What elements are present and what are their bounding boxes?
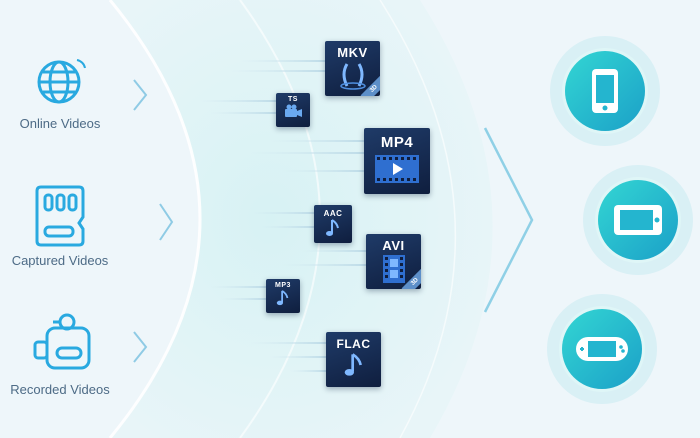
music-note-icon <box>326 219 339 236</box>
format-tile-avi: AVI 3D <box>366 234 421 289</box>
chevron-right-icon <box>133 79 148 111</box>
big-chevron-icon <box>483 127 534 313</box>
source-label: Recorded Videos <box>10 382 110 397</box>
format-label: AVI <box>382 238 405 253</box>
format-tile-aac: AAC <box>314 205 352 243</box>
format-tile-mkv: MKV 3D <box>325 41 380 96</box>
format-label: TS <box>288 96 298 103</box>
format-label: FLAC <box>336 337 371 351</box>
camera-icon <box>285 104 302 117</box>
globe-icon <box>37 59 86 104</box>
sd-card-icon <box>35 185 85 247</box>
format-label: MKV <box>337 45 368 60</box>
device-phone <box>565 51 645 131</box>
speed-streaks <box>200 60 366 372</box>
camcorder-icon <box>33 313 91 370</box>
source-label: Captured Videos <box>11 253 109 268</box>
smartphone-icon <box>592 69 618 113</box>
chevron-right-icon <box>159 203 174 241</box>
source-label: Online Videos <box>19 116 101 131</box>
music-note-icon <box>344 353 362 376</box>
film-play-icon <box>375 155 419 183</box>
format-label: AAC <box>323 209 343 218</box>
tablet-icon <box>614 205 662 235</box>
game-console-icon <box>576 337 628 361</box>
chevron-right-icon <box>133 331 148 363</box>
format-tile-flac: FLAC <box>326 332 381 387</box>
format-label: MP4 <box>380 134 414 151</box>
music-note-icon <box>276 290 289 306</box>
mkv-icon <box>339 63 366 90</box>
source-recorded-videos: Recorded Videos <box>0 312 120 397</box>
format-tile-mp3: MP3 <box>266 279 300 313</box>
format-tile-ts: TS <box>276 93 310 127</box>
source-captured-videos: Captured Videos <box>0 183 120 268</box>
format-tile-mp4: MP4 <box>364 128 430 194</box>
film-strip-icon <box>382 255 405 283</box>
device-game-console <box>562 309 642 389</box>
format-label: MP3 <box>275 282 291 289</box>
device-tablet <box>598 180 678 260</box>
source-online-videos: Online Videos <box>0 52 120 131</box>
